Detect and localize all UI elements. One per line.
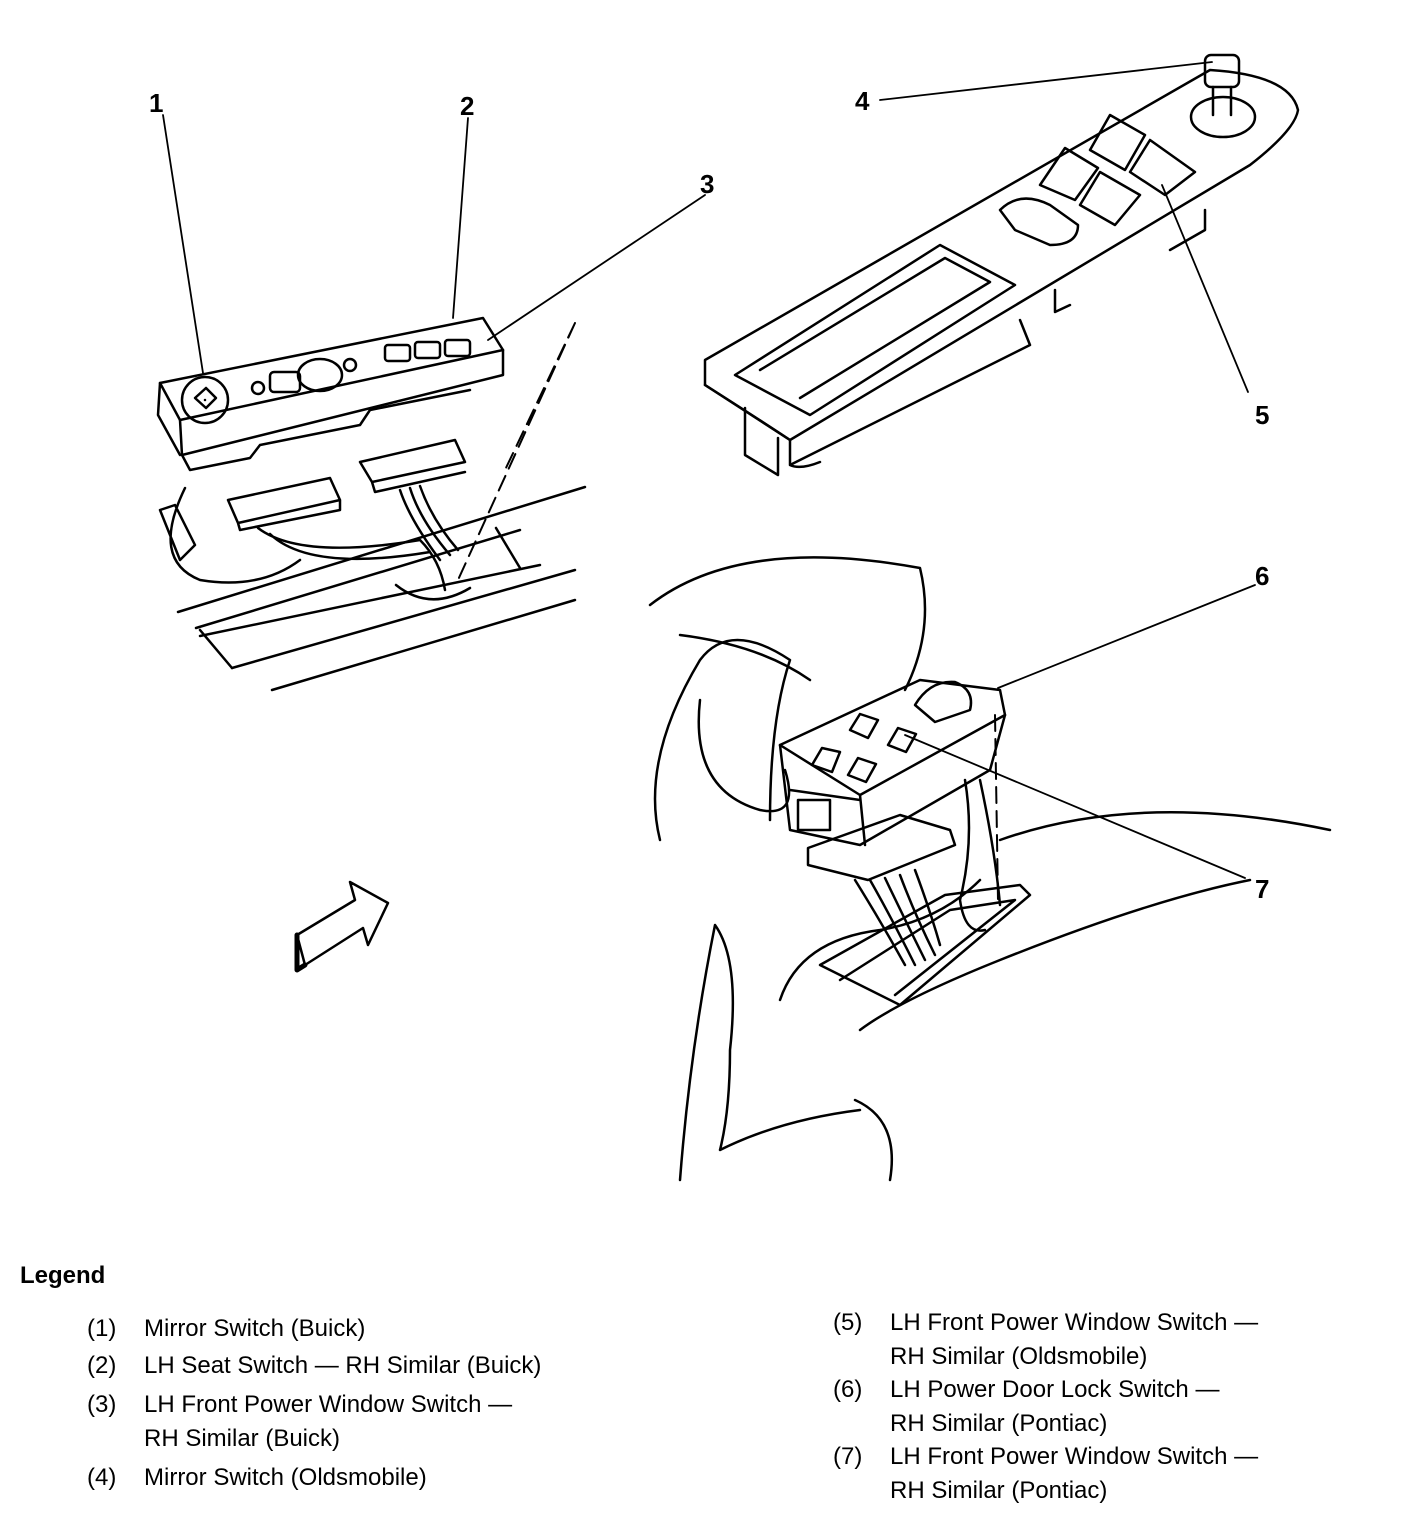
legend-item-number: (3): [87, 1391, 117, 1418]
buick-alignment-lines: [457, 322, 576, 581]
legend-item-text: LH Front Power Window Switch — RH Simila…: [890, 1309, 1259, 1370]
callout-4: 4: [855, 86, 870, 116]
legend-item-text: LH Seat Switch — RH Similar (Buick): [144, 1352, 542, 1379]
leader-line-4: [879, 61, 1213, 101]
legend-item-text: LH Front Power Window Switch — RH Simila…: [144, 1391, 513, 1452]
legend-item-text: Mirror Switch (Buick): [144, 1315, 366, 1342]
legend-item-text: Mirror Switch (Oldsmobile): [144, 1464, 427, 1491]
callout-7: 7: [1255, 874, 1269, 904]
buick-switch-assembly: [156, 316, 587, 692]
legend-title: Legend: [20, 1262, 106, 1289]
armrest-tabs: [743, 208, 1207, 477]
legend-item-text: LH Front Power Window Switch — RH Simila…: [890, 1443, 1259, 1504]
callout-1: 1: [149, 88, 163, 118]
legend-item-number: (2): [87, 1352, 117, 1379]
pontiac-dashed-lines: [994, 714, 999, 901]
view-direction-arrow: [295, 880, 390, 967]
armrest-outline: [703, 68, 1300, 442]
legend-item-number: (6): [833, 1376, 863, 1403]
pontiac-wiring: [853, 778, 1002, 967]
buick-wiring-harness: [158, 484, 460, 592]
leader-line-7: [904, 734, 1246, 879]
door-contour-lines: [648, 556, 927, 842]
view-direction-arrow-shadow: [294, 932, 308, 973]
buick-connector-right: [358, 438, 467, 494]
lock-switch: [998, 197, 1080, 247]
switch-locations-diagram: 1 2 3 4 5 6 7: [149, 53, 1332, 1182]
leader-line-6: [997, 584, 1256, 689]
leader-line-1: [162, 114, 204, 374]
door-pull-pocket: [733, 243, 1017, 417]
armrest-lower-edge: [703, 318, 1032, 469]
buick-connector-left: [226, 476, 342, 532]
callout-3: 3: [700, 169, 714, 199]
pontiac-connector: [806, 813, 957, 882]
legend-item-number: (1): [87, 1315, 117, 1342]
legend-item-number: (7): [833, 1443, 863, 1470]
door-lock-button: [913, 680, 973, 724]
buick-console-trim: [176, 485, 587, 692]
legend-item-text: LH Power Door Lock Switch — RH Similar (…: [890, 1376, 1220, 1437]
pontiac-door-panel: [648, 556, 1332, 1182]
mirror-joystick: [1189, 53, 1257, 139]
pontiac-window-buttons: [810, 712, 918, 784]
callout-5: 5: [1255, 400, 1269, 430]
leader-line-2: [452, 117, 469, 319]
door-lower-contour: [678, 811, 1332, 1182]
leader-line-3: [487, 194, 706, 341]
buick-switch-plate: [156, 316, 505, 472]
callout-6: 6: [1255, 561, 1269, 591]
window-switch-buttons: [1038, 113, 1197, 227]
legend-item-number: (4): [87, 1464, 117, 1491]
leader-line-5: [1161, 184, 1249, 393]
oldsmobile-door-panel: [703, 53, 1300, 477]
switch-opening: [818, 883, 1032, 1007]
mirror-switch-knob: [180, 375, 230, 425]
legend-item-number: (5): [833, 1309, 863, 1336]
callout-2: 2: [460, 91, 474, 121]
buick-console-opening: [198, 583, 472, 670]
